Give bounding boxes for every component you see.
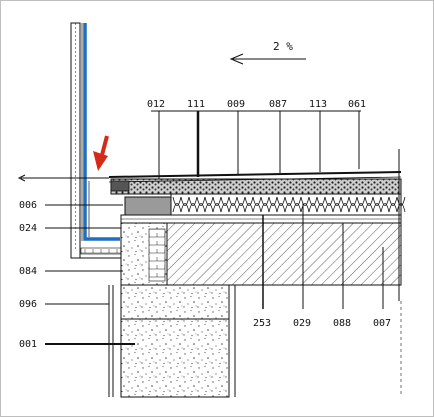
roof-slab	[120, 214, 402, 286]
callout-left-4: 096	[19, 299, 37, 310]
callout-top-6: 061	[348, 99, 366, 110]
callout-top-3: 009	[227, 99, 245, 110]
bottom-leaders	[262, 203, 384, 309]
top-callouts: 012 111 009 087 113 061	[147, 99, 366, 110]
roof-membrane-layers	[108, 149, 402, 397]
callout-top-4: 087	[269, 99, 287, 110]
red-pointer-arrow	[93, 135, 109, 171]
callout-left-3: 084	[19, 266, 37, 277]
wall-structure	[108, 222, 401, 398]
left-callouts: 006 024 084 096 001	[19, 200, 37, 350]
callout-top-1: 012	[147, 99, 165, 110]
parapet-cladding	[70, 22, 122, 259]
insulation-layer	[124, 193, 406, 216]
bottom-callouts: 253 029 088 007	[253, 318, 391, 329]
callout-left-2: 024	[19, 223, 37, 234]
top-leaders	[151, 110, 361, 179]
callout-bottom-1: 253	[253, 318, 271, 329]
flashing-membrane	[81, 23, 120, 241]
callout-bottom-4: 007	[373, 318, 391, 329]
slope-indicator: 2 %	[229, 40, 306, 65]
slope-label: 2 %	[273, 40, 293, 53]
callout-left-1: 006	[19, 200, 37, 211]
callout-top-2: 111	[187, 99, 205, 110]
callout-left-5: 001	[19, 339, 37, 350]
callout-top-5: 113	[309, 99, 327, 110]
callout-bottom-3: 088	[333, 318, 351, 329]
left-leaders	[17, 174, 135, 345]
callout-bottom-2: 029	[293, 318, 311, 329]
